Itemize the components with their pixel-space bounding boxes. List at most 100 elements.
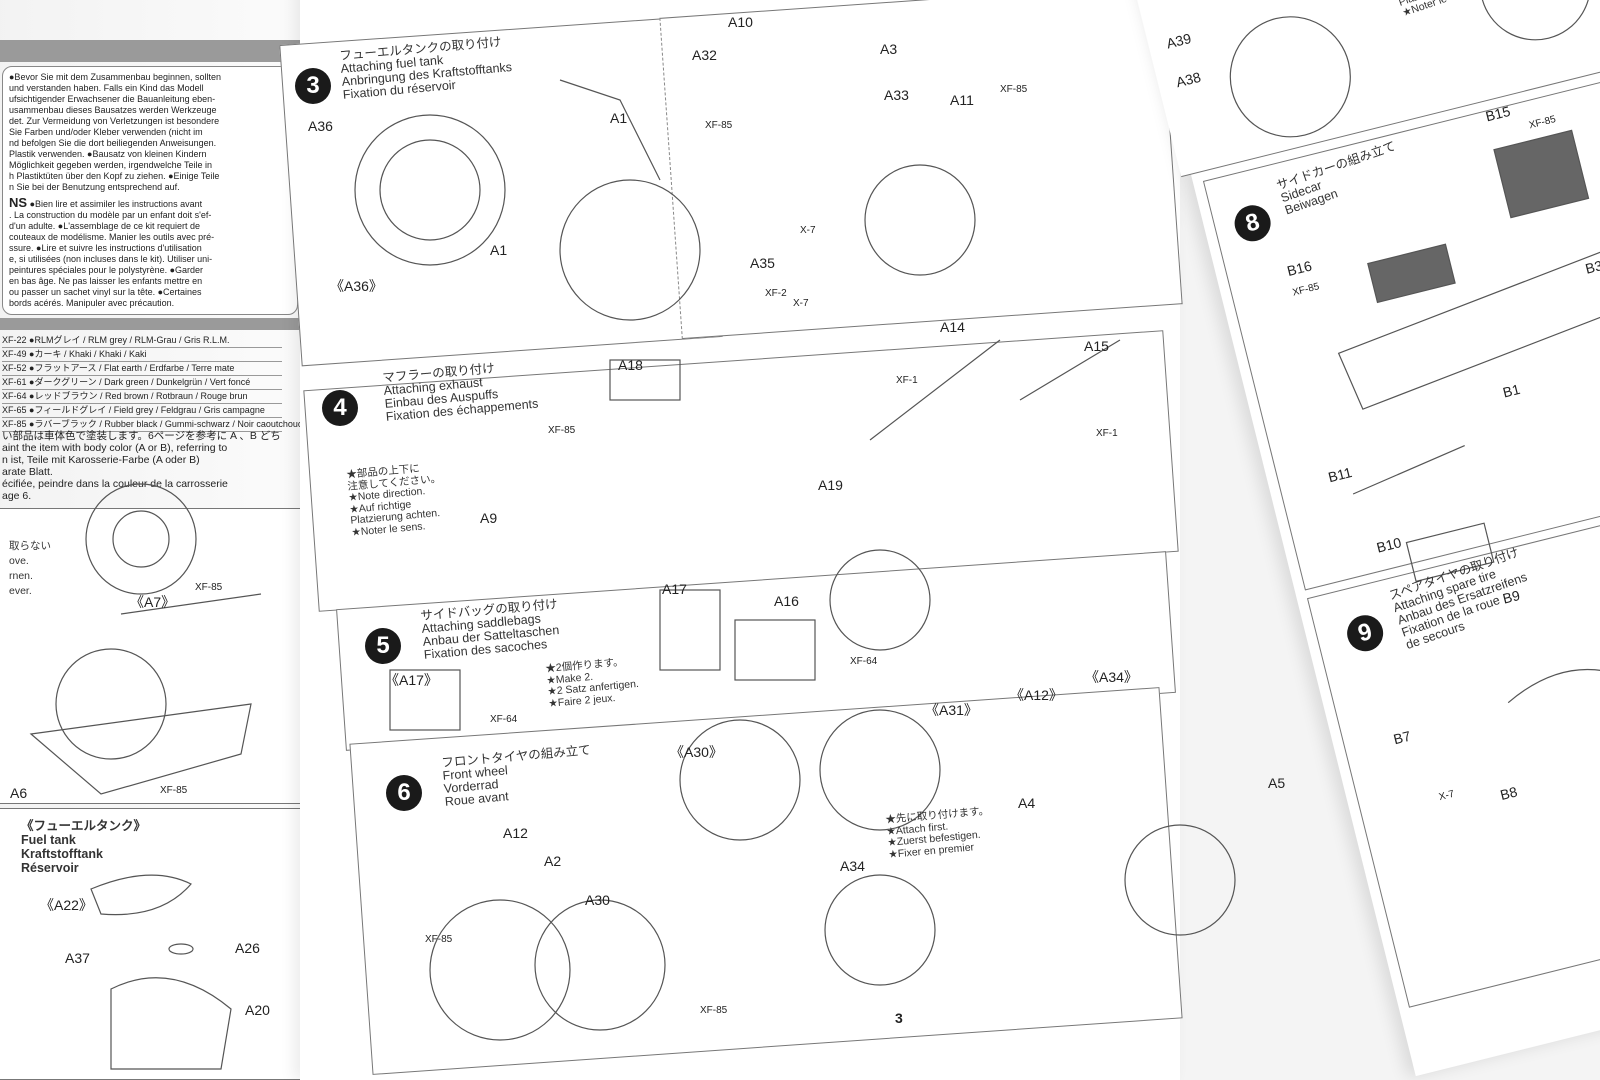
part-label: A12 — [503, 825, 528, 841]
warning-line: ●Bevor Sie mit dem Zusammenbau beginnen,… — [9, 72, 222, 82]
warning-line: und verstanden haben. Falls ein Kind das… — [9, 83, 204, 93]
part-label: XF-64 — [490, 714, 518, 725]
part-label: A30 — [585, 892, 610, 908]
fuel-tank-title-line: Fuel tank — [21, 833, 76, 847]
part-label: A17 — [662, 581, 687, 597]
warning-line: Plastik verwenden. ●Bausatz von kleinen … — [9, 149, 207, 159]
part-label: A35 — [750, 255, 775, 271]
part-label: A34 — [840, 858, 865, 874]
part-label: XF-64 — [850, 656, 878, 667]
step-number-6: 6 — [386, 775, 422, 811]
warning-french: NS ●Bien lire et assimiler les instructi… — [9, 195, 291, 309]
part-label: XF-1 — [896, 375, 918, 386]
body-color-note: aint the item with body color (A or B), … — [2, 442, 228, 454]
warning-box: ●Bevor Sie mit dem Zusammenbau beginnen,… — [2, 66, 298, 315]
warning-line: d'un adulte. ●L'assemblage de ce kit req… — [9, 221, 200, 231]
warning-line: h Plastiktüten über den Kopf zu ziehen. … — [9, 171, 220, 181]
frame-note: rnen. — [9, 570, 33, 582]
part-label: A37 — [65, 950, 90, 966]
body-color-note: arate Blatt. — [2, 466, 53, 478]
part-label: XF-1 — [1096, 428, 1118, 439]
part-label: 《A12》 — [1010, 687, 1063, 703]
part-label: X-7 — [800, 225, 816, 236]
warning-line: en bas âge. Ne pas laisser les enfants m… — [9, 276, 203, 286]
part-label: A9 — [480, 510, 498, 526]
warning-line: peintures spéciales pour le polystyrène.… — [9, 265, 204, 275]
part-label: 《A7》 — [130, 594, 176, 610]
part-label: XF-85 — [700, 1005, 728, 1016]
paint-row: XF-52 ●フラットアース / Flat earth / Erdfarbe /… — [2, 362, 282, 376]
part-label: A3 — [880, 41, 898, 57]
part-label: A14 — [940, 319, 965, 335]
warning-line: . La construction du modèle par un enfan… — [9, 210, 212, 220]
part-label: A10 — [728, 14, 753, 30]
body-color-note: n ist, Teile mit Karosserie-Farbe (A ode… — [2, 454, 200, 466]
part-label: 《A36》 — [330, 278, 383, 294]
frame-drawing — [29, 483, 262, 795]
warning-line: det. Zur Vermeidung von Verletzungen ist… — [9, 116, 220, 126]
part-label: B3 — [1583, 257, 1600, 277]
frame-note: ove. — [9, 555, 29, 567]
part-label: A1 — [610, 110, 628, 126]
step-number-3: 3 — [295, 68, 331, 104]
warning-line: Möglichkeit gegeben werden, irgendwelche… — [9, 160, 212, 170]
part-label: A11 — [950, 92, 974, 108]
part-label: A18 — [618, 357, 643, 373]
paint-row: XF-85 ●ラバーブラック / Rubber black / Gummi-sc… — [2, 418, 302, 432]
part-label: A15 — [1084, 338, 1109, 354]
part-label: A32 — [692, 47, 717, 63]
warning-line: nd befolgen Sie die dort beiliegenden An… — [9, 138, 217, 148]
part-label: A26 — [235, 940, 260, 956]
part-label: 《A30》 — [670, 744, 723, 760]
body-color-note: écifiée, peindre dans la couleur de la c… — [2, 478, 228, 490]
part-label: XF-2 — [765, 288, 787, 299]
warning-line: n Sie bei der Benutzung entsprechend auf… — [9, 182, 180, 192]
part-label: A6 — [10, 785, 28, 801]
sidecar-drawings — [1229, 0, 1600, 771]
step-number-4: 4 — [322, 390, 358, 426]
paint-row: XF-61 ●ダークグリーン / Dark green / Dunkelgrün… — [2, 376, 282, 390]
paint-row: XF-22 ●RLMグレイ / RLM grey / RLM-Grau / Gr… — [2, 334, 282, 348]
part-label: A16 — [774, 593, 799, 609]
left-page: ●Bevor Sie mit dem Zusammenbau beginnen,… — [0, 0, 302, 1080]
warning-line: ●Bien lire et assimiler les instructions… — [29, 199, 203, 209]
step-note: ★部品の上下に注意してください。★Note direction.★Auf ric… — [346, 462, 446, 539]
header-bar — [0, 40, 300, 62]
fuel-tank-drawing — [90, 874, 232, 1070]
warning-line: usammenbau dieses Bausatzes werden Werkz… — [9, 105, 217, 115]
body-color-note: age 6. — [2, 490, 32, 502]
warning-line: ou passer un sachet vinyl sur la tête. ●… — [9, 287, 202, 297]
assembly-drawings — [354, 79, 1236, 1041]
part-label: XF-85 — [1000, 84, 1028, 95]
part-label: A4 — [1018, 795, 1036, 811]
warning-line: bords acérés. Manipuler avec précaution. — [9, 298, 175, 308]
part-label: XF-85 — [160, 785, 188, 796]
part-label: XF-85 — [705, 120, 733, 131]
paint-header-bar — [0, 318, 300, 330]
part-label: 《A31》 — [925, 702, 978, 718]
page-number: 3 — [895, 1010, 903, 1026]
step-note: ★2個作ります。★Make 2.★2 Satz anfertigen.★Fair… — [545, 656, 640, 710]
paint-row: XF-64 ●レッドブラウン / Red brown / Rotbraun / … — [2, 390, 282, 404]
part-label: 《A17》 — [385, 672, 438, 688]
paint-list: XF-22 ●RLMグレイ / RLM grey / RLM-Grau / Gr… — [2, 334, 302, 432]
warning-line: ssure. ●Lire et suivre les instructions … — [9, 243, 202, 253]
paint-row: XF-49 ●カーキ / Khaki / Khaki / Kaki — [2, 348, 282, 362]
frame-note: ever. — [9, 585, 32, 597]
part-label: 《A22》 — [40, 897, 93, 913]
part-label: XF-85 — [425, 934, 453, 945]
fuel-tank-title-line: Kraftstofftank — [21, 847, 103, 861]
part-label: A2 — [544, 853, 562, 869]
warning-french-heading: NS — [9, 195, 28, 210]
warning-line: Sie Farben und/oder Kleber verwenden (ni… — [9, 127, 203, 137]
part-label: A20 — [245, 1002, 270, 1018]
part-label: X-7 — [793, 298, 809, 309]
part-label: A1 — [490, 242, 508, 258]
body-color-note: い部品は車体色で塗装します。6ページを参考に A 、B どち — [2, 430, 281, 442]
fuel-tank-title-line: Réservoir — [21, 861, 79, 875]
warning-line: e, si utilisées (non incluses dans le ki… — [9, 254, 213, 264]
part-label: XF-85 — [548, 425, 576, 436]
